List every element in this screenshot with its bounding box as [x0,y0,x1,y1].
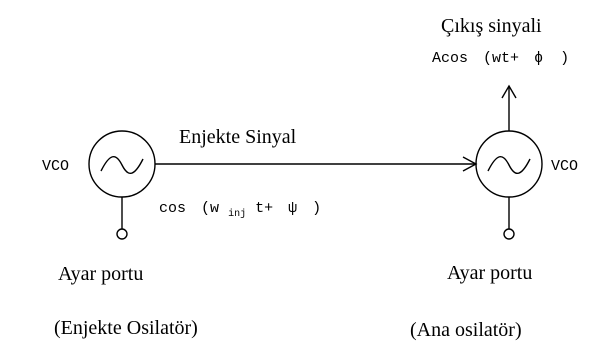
left-vco-label: VCO [42,158,69,175]
output-expr-phase: ϕ [534,50,543,67]
right-tune-port-terminal [503,228,515,240]
injected-expr-phase: ψ [288,200,297,217]
injected-signal-label: Enjekte Sinyal [179,126,297,148]
left-oscillator-sine-icon [100,156,144,174]
right-vco-label: VCO [551,158,578,175]
output-expr-close: ) [560,50,569,67]
injected-expr-sub: inj [228,208,246,220]
injected-expr-mid: t+ [255,200,273,217]
right-oscillator-sine-icon [487,156,531,174]
output-signal-expression: Acos (wt+ ϕ ) [432,50,569,67]
output-signal-title: Çıkış sinyali [441,15,542,37]
right-oscillator-caption: (Ana osilatör) [410,319,522,341]
injected-expr-cos: cos [159,200,186,217]
injected-expr-open: (w [201,200,219,217]
injected-signal-expression: cos (w inj t+ ψ ) [159,200,321,221]
output-expr-args: (wt+ [483,50,519,67]
left-tune-port-label: Ayar portu [58,263,143,285]
left-oscillator-caption: (Enjekte Osilatör) [54,317,198,339]
output-signal-arrowhead [501,84,517,99]
left-tune-port-terminal [116,228,128,240]
output-expr-acos: Acos [432,50,468,67]
right-tune-port-label: Ayar portu [447,262,532,284]
injected-expr-close: ) [312,200,321,217]
